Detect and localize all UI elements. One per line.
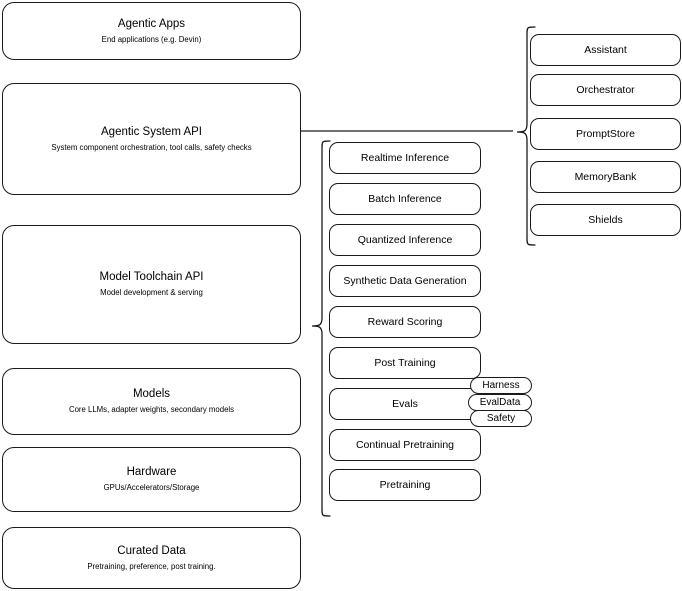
toolchain-label: Batch Inference (368, 193, 442, 205)
layer-box-models[interactable]: Models Core LLMs, adapter weights, secon… (2, 368, 301, 435)
eval-badge-label: EvalData (479, 397, 521, 408)
layer-subtitle: End applications (e.g. Devin) (101, 34, 202, 44)
agentic-label: PromptStore (576, 128, 635, 140)
agentic-box-memorybank[interactable]: MemoryBank (530, 161, 681, 193)
layer-subtitle: Pretraining, preference, post training. (87, 561, 216, 571)
toolchain-label: Post Training (374, 357, 436, 369)
agentic-box-promptstore[interactable]: PromptStore (530, 118, 681, 150)
layer-subtitle: Model development & serving (100, 288, 203, 297)
layer-box-model-toolchain-api[interactable]: Model Toolchain API Model development & … (2, 225, 301, 344)
toolchain-box-quantized-inference[interactable]: Quantized Inference (329, 224, 481, 256)
toolchain-label: Reward Scoring (367, 316, 443, 328)
toolchain-box-post-training[interactable]: Post Training (329, 347, 481, 379)
layer-subtitle: System component orchestration, tool cal… (51, 142, 252, 152)
toolchain-box-continual-pretraining[interactable]: Continual Pretraining (329, 429, 481, 461)
agentic-label: Shields (588, 214, 623, 226)
layer-title: Model Toolchain API (99, 271, 204, 283)
toolchain-box-reward-scoring[interactable]: Reward Scoring (329, 306, 481, 338)
brace-agentic-system (516, 26, 536, 246)
eval-badge-label: Safety (486, 413, 516, 424)
toolchain-label: Pretraining (379, 479, 431, 491)
agentic-label: Assistant (584, 44, 627, 56)
agentic-label: MemoryBank (574, 171, 637, 183)
layer-box-agentic-apps[interactable]: Agentic Apps End applications (e.g. Devi… (2, 2, 301, 60)
agentic-box-assistant[interactable]: Assistant (530, 34, 681, 66)
toolchain-box-synthetic-data-generation[interactable]: Synthetic Data Generation (329, 265, 481, 297)
layer-box-agentic-system-api[interactable]: Agentic System API System component orch… (2, 83, 301, 195)
eval-badge-label: Harness (482, 380, 520, 391)
toolchain-label: Synthetic Data Generation (343, 275, 467, 287)
layer-title: Agentic Apps (117, 17, 186, 30)
layer-title: Hardware (126, 466, 177, 478)
agentic-box-shields[interactable]: Shields (530, 204, 681, 236)
layer-box-hardware[interactable]: Hardware GPUs/Accelerators/Storage (2, 447, 301, 512)
layer-subtitle: Core LLMs, adapter weights, secondary mo… (68, 405, 235, 414)
layer-title: Curated Data (117, 544, 186, 557)
eval-badge-harness[interactable]: Harness (470, 377, 532, 394)
toolchain-label: Realtime Inference (360, 152, 450, 164)
toolchain-box-batch-inference[interactable]: Batch Inference (329, 183, 481, 215)
eval-badge-safety[interactable]: Safety (470, 410, 532, 427)
layer-title: Agentic System API (101, 125, 202, 138)
layer-subtitle: GPUs/Accelerators/Storage (103, 483, 200, 492)
agentic-box-orchestrator[interactable]: Orchestrator (530, 74, 681, 106)
toolchain-box-evals[interactable]: Evals (329, 388, 481, 420)
eval-badge-evaldata[interactable]: EvalData (468, 394, 532, 411)
toolchain-label: Quantized Inference (357, 234, 453, 246)
layer-box-curated-data[interactable]: Curated Data Pretraining, preference, po… (2, 527, 301, 589)
toolchain-label: Evals (392, 398, 418, 410)
toolchain-box-pretraining[interactable]: Pretraining (329, 469, 481, 501)
layer-title: Models (132, 388, 171, 400)
toolchain-box-realtime-inference[interactable]: Realtime Inference (329, 142, 481, 174)
toolchain-label: Continual Pretraining (355, 439, 455, 451)
brace-model-toolchain (311, 140, 331, 517)
connector-agentic-system-api (300, 130, 513, 132)
agentic-label: Orchestrator (576, 84, 635, 96)
